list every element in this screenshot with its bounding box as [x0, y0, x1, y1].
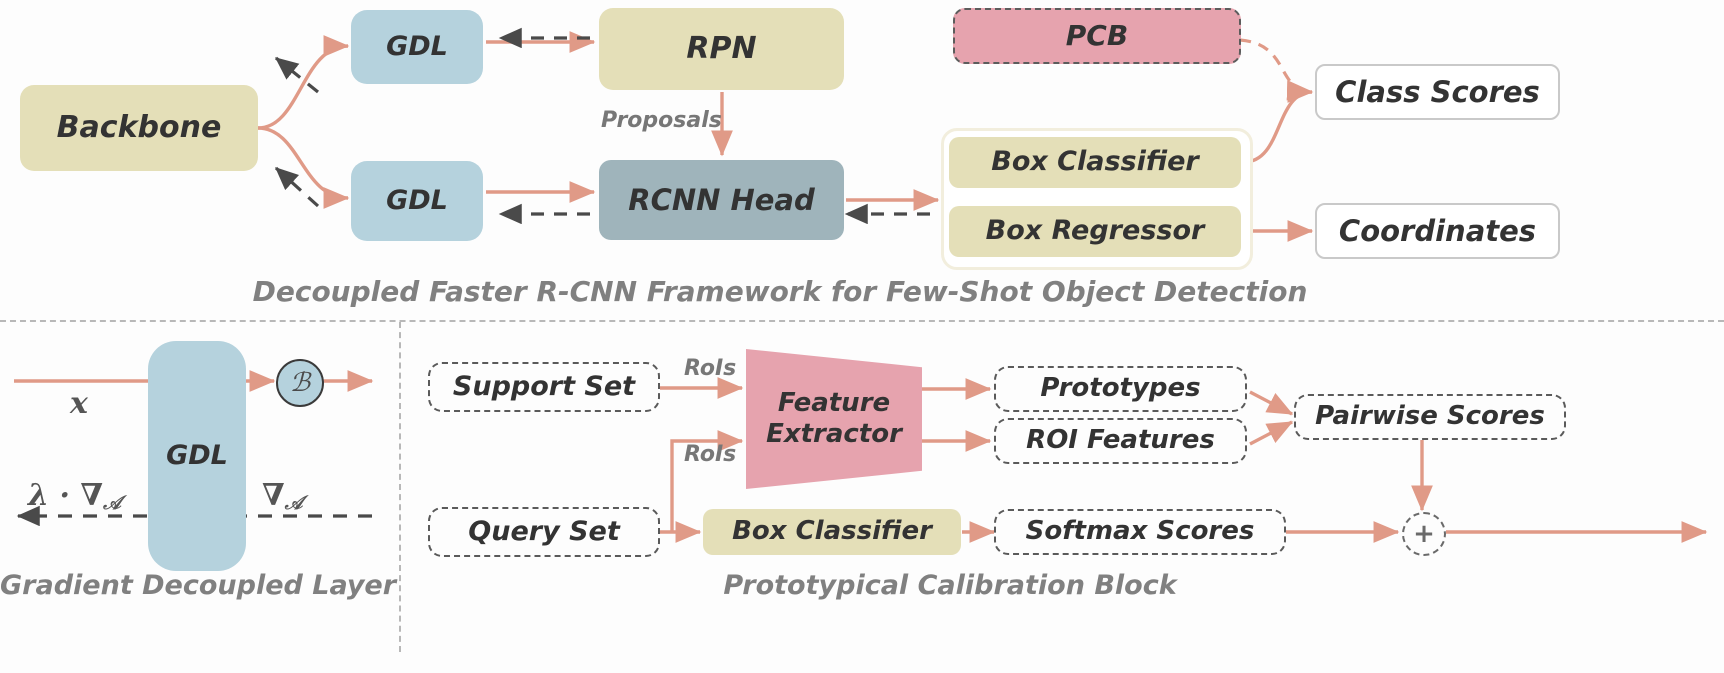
node-rpn-label: RPN [686, 31, 757, 67]
node-gdl-detail[interactable]: GDL [148, 341, 246, 571]
node-box-classifier-label: Box Classifier [991, 146, 1199, 178]
node-pcb-box-classifier[interactable]: Box Classifier [703, 509, 961, 555]
node-pairwise-scores-label: Pairwise Scores [1315, 401, 1545, 432]
caption-pcb-text: Prototypical Calibration Block [723, 570, 1177, 601]
caption-top-panel: Decoupled Faster R-CNN Framework for Few… [0, 275, 1560, 308]
label-gradient: ∇𝒜 [262, 478, 303, 514]
edge-label-proposals: Proposals [601, 108, 722, 133]
node-gdl-top-label: GDL [386, 30, 448, 62]
node-gdl-bottom-label: GDL [386, 184, 448, 216]
node-gdl-top[interactable]: GDL [351, 10, 483, 84]
node-pcb-box-classifier-label: Box Classifier [732, 516, 932, 547]
gradient-subscript: 𝒜 [284, 492, 303, 514]
node-class-scores[interactable]: Class Scores [1315, 64, 1560, 120]
node-rcnn-head-label: RCNN Head [628, 182, 815, 217]
node-roi-features-label: ROI Features [1026, 425, 1215, 456]
node-pairwise-scores[interactable]: Pairwise Scores [1294, 394, 1566, 440]
node-box-classifier[interactable]: Box Classifier [949, 137, 1241, 188]
activation-circle-icon: ℬ [276, 359, 324, 407]
label-input-x: x [70, 386, 88, 421]
node-rcnn-head[interactable]: RCNN Head [599, 160, 844, 240]
node-query-set[interactable]: Query Set [428, 507, 660, 557]
node-roi-features[interactable]: ROI Features [994, 418, 1247, 464]
rois-bottom-text: RoIs [684, 442, 737, 467]
node-support-set-label: Support Set [452, 370, 636, 402]
node-feature-extractor-label-2: Extractor [766, 419, 902, 449]
node-pcb[interactable]: PCB [953, 8, 1241, 64]
node-prototypes-label: Prototypes [1040, 373, 1201, 404]
activation-symbol: ℬ [289, 368, 311, 398]
proposals-text: Proposals [601, 108, 722, 133]
node-support-set[interactable]: Support Set [428, 362, 660, 412]
node-pcb-label: PCB [1065, 19, 1129, 53]
node-feature-extractor[interactable]: Feature Extractor [746, 349, 922, 489]
gradient-text: ∇ [262, 478, 285, 513]
caption-pcb-panel: Prototypical Calibration Block [400, 570, 1500, 601]
caption-top-text: Decoupled Faster R-CNN Framework for Few… [252, 275, 1308, 308]
scaled-gradient-subscript: 𝒜 [102, 492, 121, 514]
node-backbone-label: Backbone [56, 110, 222, 146]
node-class-scores-label: Class Scores [1335, 74, 1540, 109]
node-box-regressor-label: Box Regressor [985, 215, 1205, 247]
sum-node-icon: + [1402, 512, 1446, 556]
node-backbone[interactable]: Backbone [20, 85, 258, 171]
node-coordinates[interactable]: Coordinates [1315, 203, 1560, 259]
input-x-text: x [70, 386, 88, 421]
edge-label-rois-top: RoIs [684, 356, 736, 381]
node-query-set-label: Query Set [468, 515, 620, 547]
node-feature-extractor-label-1: Feature [777, 388, 891, 419]
edge-label-rois-bottom: RoIs [684, 442, 736, 467]
node-prototypes[interactable]: Prototypes [994, 366, 1247, 412]
panel-divider-horizontal [0, 320, 1724, 322]
node-softmax-scores[interactable]: Softmax Scores [994, 509, 1286, 555]
node-rpn[interactable]: RPN [599, 8, 844, 90]
node-gdl-bottom[interactable]: GDL [351, 161, 483, 241]
node-gdl-detail-label: GDL [166, 439, 228, 471]
node-softmax-scores-label: Softmax Scores [1025, 516, 1255, 547]
panel-divider-vertical [399, 322, 401, 652]
sum-node-symbol: + [1413, 519, 1435, 549]
node-box-regressor[interactable]: Box Regressor [949, 206, 1241, 257]
caption-gdl-panel: Gradient Decoupled Layer [0, 570, 396, 601]
label-scaled-gradient: λ · ∇𝒜 [28, 478, 121, 514]
scaled-gradient-text: λ · ∇ [28, 478, 103, 513]
rois-top-text: RoIs [684, 356, 737, 381]
node-coordinates-label: Coordinates [1338, 213, 1537, 248]
caption-gdl-text: Gradient Decoupled Layer [0, 570, 397, 601]
